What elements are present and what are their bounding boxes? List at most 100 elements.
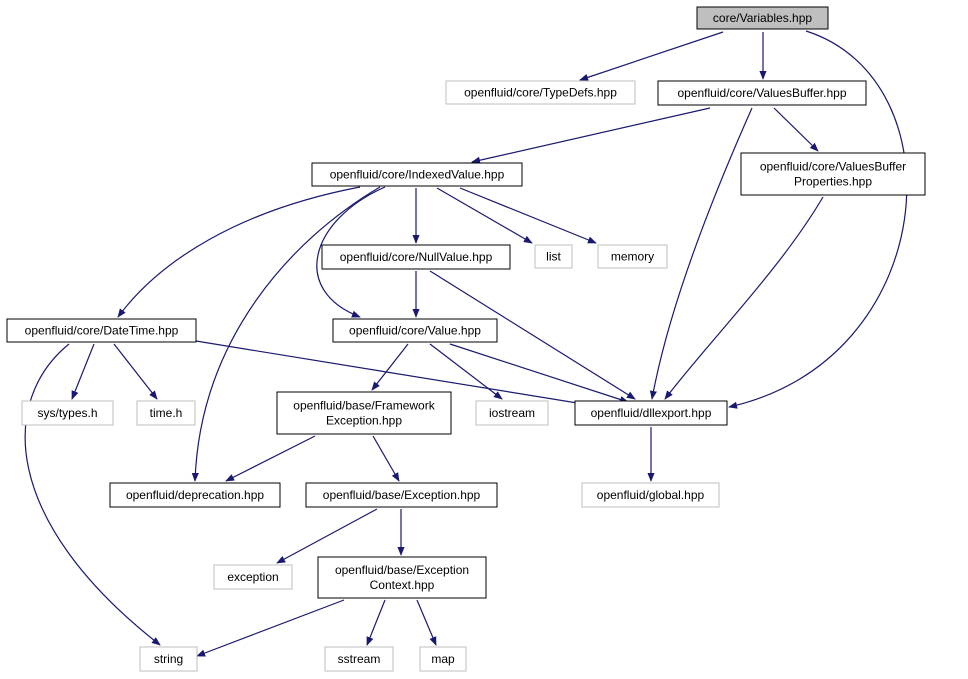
node-datetime[interactable]: openfluid/core/DateTime.hpp bbox=[6, 318, 197, 343]
node-label: core/Variables.hpp bbox=[713, 11, 812, 25]
node-box bbox=[21, 400, 114, 426]
edge-valuesbuffer-to-indexedvalue bbox=[471, 107, 711, 164]
edge-datetime-to-systypes bbox=[71, 343, 95, 400]
node-indexedvalue[interactable]: openfluid/core/IndexedValue.hpp bbox=[311, 162, 523, 187]
node-box bbox=[657, 80, 867, 106]
node-box bbox=[276, 391, 452, 435]
node-memory: memory bbox=[597, 244, 668, 269]
node-dllexport[interactable]: openfluid/dllexport.hpp bbox=[574, 400, 728, 426]
edge-datetime-to-dllexport bbox=[195, 340, 609, 411]
node-box bbox=[317, 556, 487, 599]
edge-nullvalue-to-dllexport bbox=[429, 270, 636, 400]
node-label: exception bbox=[227, 570, 278, 584]
edge-vbprops-to-dllexport bbox=[664, 196, 824, 400]
node-box bbox=[445, 80, 636, 105]
edges-layer bbox=[24, 30, 908, 657]
edge-datetime-to-string bbox=[24, 343, 161, 646]
node-string: string bbox=[139, 646, 198, 672]
node-label: Context.hpp bbox=[370, 578, 435, 592]
edge-datetime-to-timeh bbox=[113, 343, 158, 400]
node-box bbox=[475, 400, 549, 426]
node-vbprops[interactable]: openfluid/core/ValuesBufferProperties.hp… bbox=[740, 152, 926, 196]
node-label: string bbox=[154, 652, 183, 666]
node-systypes: sys/types.h bbox=[21, 400, 114, 426]
nodes-layer: core/Variables.hpp openfluid/core/TypeDef… bbox=[6, 6, 926, 672]
node-box bbox=[534, 244, 573, 269]
edge-exccontext-to-string bbox=[196, 599, 345, 657]
node-box bbox=[109, 482, 281, 508]
node-box bbox=[139, 646, 198, 672]
edge-fwexception-to-deprecation bbox=[225, 435, 316, 482]
node-label: openfluid/base/Exception.hpp bbox=[323, 488, 481, 502]
node-label: openfluid/core/TypeDefs.hpp bbox=[464, 86, 617, 100]
node-variables[interactable]: core/Variables.hpp bbox=[696, 6, 829, 30]
node-box bbox=[696, 6, 829, 30]
node-box bbox=[321, 244, 511, 270]
node-label: list bbox=[546, 250, 561, 264]
edge-indexedvalue-to-deprecation bbox=[191, 186, 381, 482]
node-box bbox=[597, 244, 668, 269]
node-sstream: sstream bbox=[324, 646, 394, 672]
edge-indexedvalue-to-datetime bbox=[117, 186, 361, 318]
edge-exception_hpp-to-exception_std bbox=[276, 508, 378, 564]
node-label: sys/types.h bbox=[37, 406, 97, 420]
node-value[interactable]: openfluid/core/Value.hpp bbox=[332, 318, 498, 343]
node-label: memory bbox=[611, 250, 654, 264]
node-box bbox=[6, 318, 197, 343]
edge-exccontext-to-map bbox=[416, 599, 437, 646]
node-box bbox=[419, 646, 467, 672]
node-label: sstream bbox=[338, 652, 381, 666]
node-typedefs: openfluid/core/TypeDefs.hpp bbox=[445, 80, 636, 105]
node-label: openfluid/base/Framework bbox=[293, 399, 435, 413]
node-box bbox=[305, 482, 498, 508]
edge-indexedvalue-to-list bbox=[436, 187, 533, 244]
node-timeh: time.h bbox=[136, 400, 196, 426]
node-box bbox=[574, 400, 728, 426]
edge-value-to-fwexception bbox=[371, 343, 409, 391]
node-global: openfluid/global.hpp bbox=[581, 482, 720, 508]
node-deprecation[interactable]: openfluid/deprecation.hpp bbox=[109, 482, 281, 508]
node-label: openfluid/base/Exception bbox=[335, 563, 469, 577]
node-label: Properties.hpp bbox=[794, 175, 872, 189]
node-label: openfluid/deprecation.hpp bbox=[126, 488, 264, 502]
node-nullvalue[interactable]: openfluid/core/NullValue.hpp bbox=[321, 244, 511, 270]
node-label: iostream bbox=[489, 406, 535, 420]
node-label: openfluid/global.hpp bbox=[597, 488, 705, 502]
node-map: map bbox=[419, 646, 467, 672]
node-box bbox=[213, 564, 293, 590]
edge-value-to-dllexport bbox=[449, 343, 629, 403]
node-box bbox=[581, 482, 720, 508]
node-exception_std: exception bbox=[213, 564, 293, 590]
node-label: time.h bbox=[150, 406, 183, 420]
node-label: openfluid/core/ValuesBuffer.hpp bbox=[677, 86, 846, 100]
node-label: openfluid/core/ValuesBuffer bbox=[760, 160, 906, 174]
node-iostream: iostream bbox=[475, 400, 549, 426]
node-label: map bbox=[431, 652, 455, 666]
node-exception_hpp[interactable]: openfluid/base/Exception.hpp bbox=[305, 482, 498, 508]
edge-valuesbuffer-to-dllexport bbox=[649, 107, 753, 400]
edge-variables-to-dllexport bbox=[728, 30, 908, 409]
edge-exccontext-to-sstream bbox=[366, 599, 386, 646]
node-label: openfluid/core/Value.hpp bbox=[349, 324, 481, 338]
edge-indexedvalue-to-memory bbox=[459, 187, 597, 244]
node-list: list bbox=[534, 244, 573, 269]
node-box bbox=[311, 162, 523, 187]
node-label: openfluid/dllexport.hpp bbox=[591, 406, 712, 420]
edge-valuesbuffer-to-vbprops bbox=[773, 107, 819, 152]
node-label: openfluid/core/DateTime.hpp bbox=[25, 324, 179, 338]
edge-indexedvalue-to-value bbox=[316, 186, 386, 318]
node-label: Exception.hpp bbox=[326, 414, 402, 428]
node-box bbox=[332, 318, 498, 343]
node-label: openfluid/core/NullValue.hpp bbox=[340, 250, 493, 264]
node-box bbox=[740, 152, 926, 196]
edge-fwexception-to-exception_hpp bbox=[372, 435, 400, 482]
node-valuesbuffer[interactable]: openfluid/core/ValuesBuffer.hpp bbox=[657, 80, 867, 106]
edge-variables-to-typedefs bbox=[579, 31, 724, 81]
node-box bbox=[136, 400, 196, 426]
node-label: openfluid/core/IndexedValue.hpp bbox=[330, 168, 505, 182]
edge-value-to-iostream bbox=[429, 343, 503, 400]
node-box bbox=[324, 646, 394, 672]
